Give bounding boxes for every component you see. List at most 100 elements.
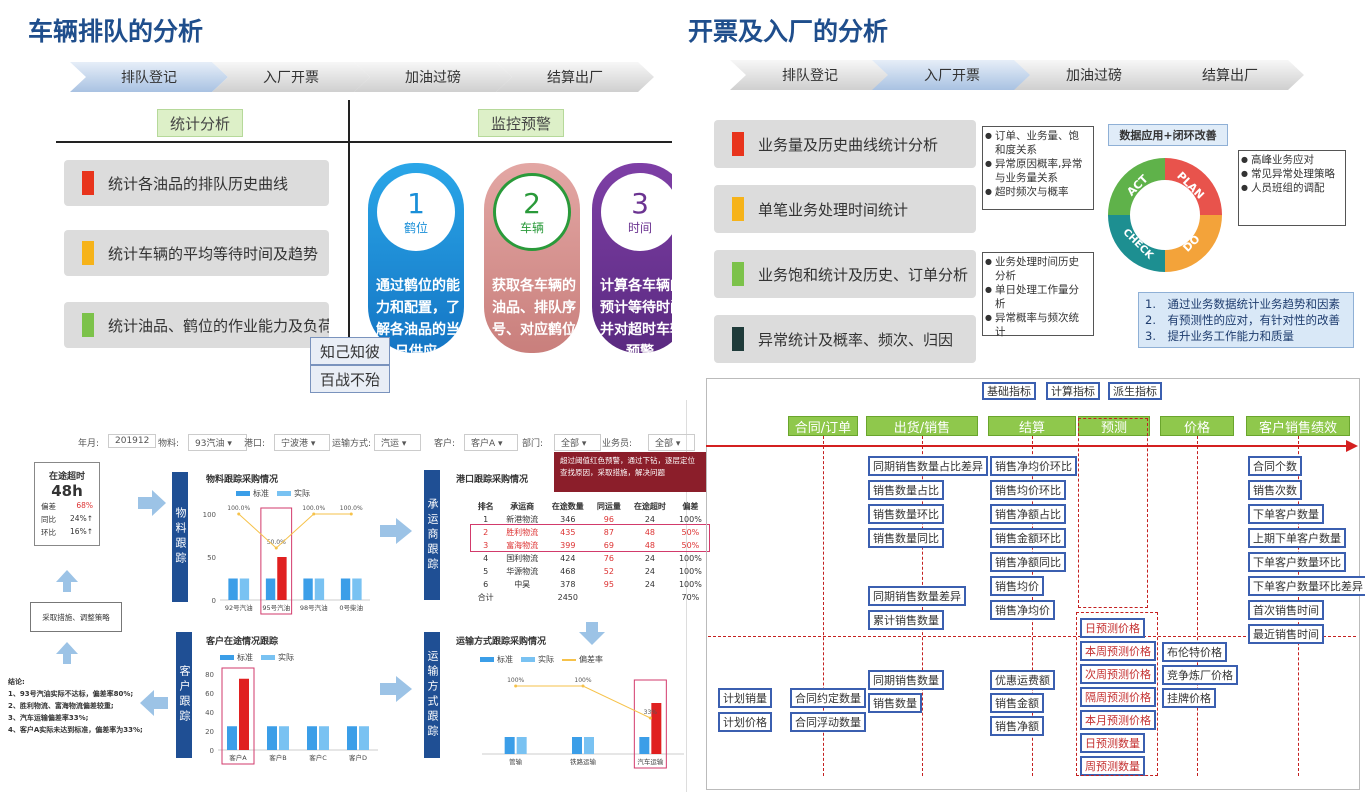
table-cell: 国利物流: [506, 554, 539, 563]
filter-port[interactable]: 宁波港 ▾: [274, 434, 331, 451]
pct-label: 33%: [644, 709, 658, 716]
metric-item: 下单客户数量: [1248, 504, 1324, 524]
pct-label: 100.0%: [227, 505, 250, 512]
table-cell: 435: [560, 528, 576, 537]
pct-label: 100.0%: [340, 505, 363, 512]
metric-item: 下单客户数量环比差异: [1248, 576, 1365, 596]
y-tick-label: 20: [205, 728, 214, 736]
rate-point: [514, 684, 518, 688]
table-cell: 华源物流: [506, 567, 539, 576]
filter-material[interactable]: 93汽油 ▾: [188, 434, 247, 451]
table-cell: 69: [603, 541, 614, 550]
pill-vehicle-text: 获取各车辆的油品、排队序号、对应鹤位: [492, 278, 576, 338]
rate-line: [238, 513, 352, 549]
filter-sales[interactable]: 全部 ▾: [648, 434, 696, 451]
y-tick-label: 0: [212, 597, 216, 605]
table-cell: 1: [483, 515, 489, 524]
down-arrow-icon: [579, 622, 605, 645]
metric-item: 同期销售数量: [868, 670, 944, 690]
port-table-title: 港口跟踪采购情况: [456, 475, 529, 485]
y-tick-label: 80: [205, 671, 214, 679]
pdca-plan: [1165, 158, 1222, 215]
table-cell: 新港物流: [506, 515, 539, 524]
table-cell: 424: [560, 554, 576, 563]
metric-item: 次周预测价格: [1080, 664, 1156, 684]
flow-step-ticket-right: 入厂开票: [872, 60, 1032, 90]
table-cell: 48: [644, 528, 656, 537]
table-cell: 399: [560, 541, 576, 550]
filter-month[interactable]: 201912: [108, 434, 157, 448]
green-marker: [82, 313, 94, 337]
table-cell: [591, 591, 628, 604]
metric-item: 销售均价环比: [990, 480, 1066, 500]
monitor-warning-label: 监控预警: [478, 109, 564, 137]
metric-item: 周预测数量: [1080, 756, 1145, 776]
metric-item: 下单客户数量环比: [1248, 552, 1346, 572]
filter-transport[interactable]: 汽运 ▾: [374, 434, 422, 451]
customer-chart-title: 客户在途情况跟踪: [206, 637, 279, 647]
x-tick-label: 管输: [509, 757, 523, 766]
kpi-dev-value: 68%: [76, 501, 93, 510]
filter-label-port: 港口:: [244, 439, 266, 449]
table-cell: 87: [603, 528, 614, 537]
table-cell: 4: [483, 554, 489, 563]
filter-dept[interactable]: 全部 ▾: [554, 434, 602, 451]
note-response: 高峰业务应对常见异常处理策略人员班组的调配: [1238, 150, 1346, 226]
bar-standard: [347, 726, 357, 750]
table-cell: 52: [603, 567, 614, 576]
table-cell: 胜利物流: [506, 528, 539, 537]
metric-col-head-2: 结算: [988, 416, 1076, 436]
left-row-3: 统计油品、鹤位的作业能力及负荷: [64, 302, 329, 348]
pct-label: 100%: [507, 677, 524, 684]
filter-label-transport: 运输方式:: [332, 439, 372, 449]
port-table-header-cell: 偏差: [682, 502, 699, 511]
kpi-title: 在途超时: [48, 472, 85, 482]
transport-chart-legend: 标准实际偏差率: [480, 654, 603, 665]
metric-col-line-0: [823, 436, 824, 776]
metric-col-head-0: 合同/订单: [788, 416, 858, 436]
bar-actual: [239, 678, 249, 750]
filter-customer[interactable]: 客户A ▾: [464, 434, 518, 451]
right-arrow-icon: [380, 518, 412, 544]
kpi-yoy-value: 24%↑: [70, 514, 93, 523]
transport-chart: 管输铁路运输汽车运输100%100%33%: [482, 677, 684, 769]
filter-label-month: 年月:: [78, 439, 100, 449]
y-tick-label: 100: [203, 511, 216, 519]
up-arrow-icon: [56, 570, 78, 592]
banner-carrier: 承运商跟踪: [424, 470, 440, 600]
right-title: 开票及入厂的分析: [688, 17, 889, 46]
pill-time-label: 时间: [627, 220, 652, 235]
dashboard-divider: [686, 400, 687, 792]
flow-step-queue: 排队登记: [70, 62, 228, 92]
bar-standard: [265, 578, 276, 600]
yellow-marker: [732, 197, 744, 221]
red-marker: [732, 132, 744, 156]
table-cell: 468: [560, 567, 576, 576]
left-row-2: 统计车辆的平均等待时间及趋势: [64, 230, 329, 276]
right-row-1-text: 业务量及历史曲线统计分析: [758, 135, 939, 154]
metric-item: 竞争炼厂价格: [1162, 665, 1238, 685]
pdca-act: [1108, 158, 1165, 215]
metric-item: 销售净均价环比: [990, 456, 1077, 476]
table-cell: 96: [603, 515, 614, 524]
legend-calc-metric: 计算指标: [1046, 382, 1100, 400]
metric-item: 累计销售数量: [868, 610, 944, 630]
table-cell: 100%: [678, 554, 702, 563]
highlight-box: [633, 679, 667, 769]
left-metric-plan-price: 计划价格: [718, 712, 772, 732]
material-chart-legend: 标准实际: [236, 488, 310, 499]
left-metric-plan-volume: 计划销量: [718, 688, 772, 708]
kpi-yoy-label: 同比: [41, 515, 56, 524]
banner-material: 物料跟踪: [172, 472, 188, 602]
metric-item: 同期销售数量占比差异: [868, 456, 988, 476]
bar-actual: [319, 726, 329, 750]
table-cell: 378: [560, 580, 576, 589]
flow-step-ticket: 入厂开票: [212, 62, 370, 92]
table-cell: 富海物流: [506, 541, 539, 550]
right-row-1: 业务量及历史曲线统计分析: [714, 120, 976, 168]
